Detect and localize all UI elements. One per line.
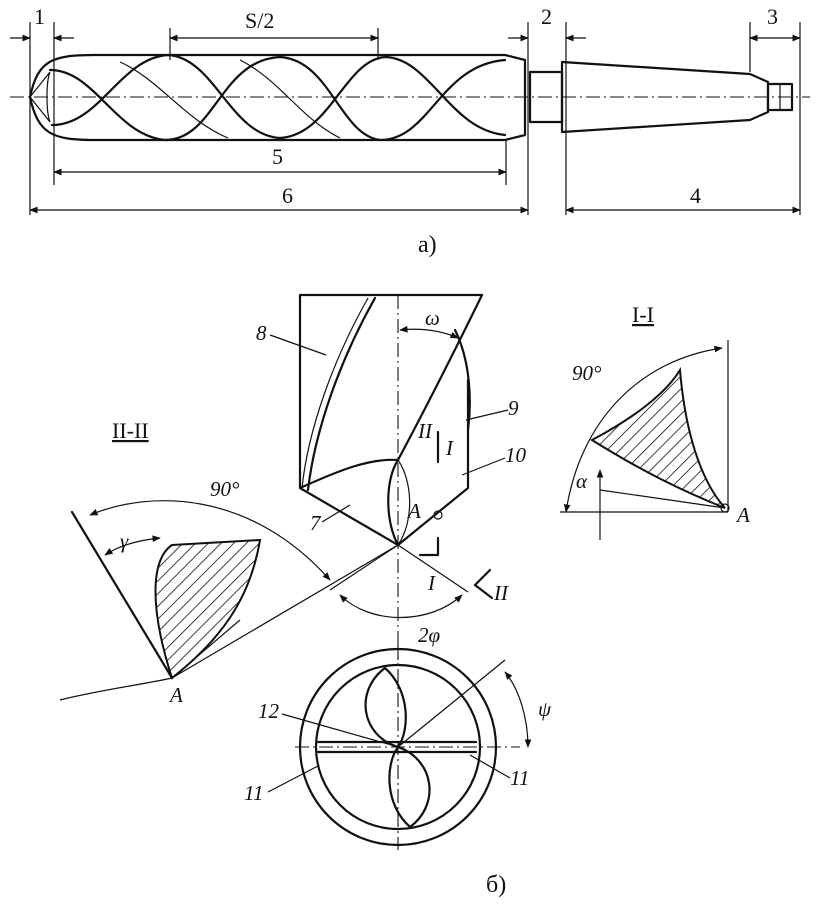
caption-a: а) — [418, 232, 437, 258]
label-12: 12 — [258, 699, 280, 723]
label-roman-2-lower: II — [493, 581, 509, 605]
label-psi: ψ — [538, 697, 552, 721]
label-point-a-right: A — [735, 503, 750, 527]
label-alpha: α — [576, 469, 588, 493]
label-6: 6 — [282, 183, 293, 208]
drill-end-view: ψ 12 11 11 б) — [244, 645, 552, 898]
section-i-angle: 90° — [572, 361, 602, 385]
label-point-a-left: A — [168, 683, 183, 707]
label-3: 3 — [767, 4, 778, 29]
label-11-right: 11 — [510, 766, 529, 790]
label-omega: ω — [425, 306, 440, 330]
taper-shank — [560, 60, 770, 134]
drill-point — [29, 71, 51, 123]
section-i-hatch — [589, 366, 726, 509]
label-roman-2-upper: II — [417, 419, 433, 443]
margin-lines — [119, 59, 341, 139]
drill-tip-outline — [298, 293, 484, 547]
section-i-marker — [418, 430, 440, 557]
label-5: 5 — [272, 144, 283, 169]
section-ii-title: II-II — [112, 418, 149, 443]
section-i-i: I-I 90° α A — [560, 302, 750, 540]
section-ii-hatch — [154, 538, 262, 680]
label-7: 7 — [310, 511, 322, 535]
section-ii-ii: II-II 90° γ A — [59, 418, 399, 707]
drill-side-view: 1 S/2 2 3 5 6 4 а) — [10, 4, 810, 258]
label-gamma: γ — [120, 529, 129, 553]
label-10: 10 — [505, 443, 527, 467]
flute-helix-2 — [50, 53, 507, 140]
section-i-title: I-I — [632, 302, 654, 327]
chisel-edge — [298, 458, 400, 547]
caption-b: б) — [486, 872, 506, 898]
label-point-a-main: A — [406, 499, 421, 523]
label-9: 9 — [508, 396, 519, 420]
cutting-lip — [396, 293, 484, 462]
drill-tip-view: 8 ω 9 10 7 A II I I II 2φ — [256, 293, 527, 660]
label-11-left: 11 — [244, 781, 263, 805]
section-ii-angle: 90° — [210, 477, 240, 501]
drill-body-outline — [28, 53, 527, 142]
label-8: 8 — [256, 321, 267, 345]
label-2: 2 — [541, 4, 552, 29]
end-view-flute-top — [364, 666, 407, 749]
label-2phi: 2φ — [418, 623, 441, 647]
label-1: 1 — [34, 4, 45, 29]
section-ii-edge — [70, 510, 174, 680]
section-ii-marker — [473, 568, 494, 600]
label-roman-1-lower: I — [427, 571, 436, 595]
margin-9 — [453, 328, 471, 432]
label-s-half: S/2 — [245, 8, 274, 33]
angle-2phi-arc — [339, 594, 463, 618]
label-4: 4 — [690, 183, 701, 208]
angle-psi-arc — [504, 671, 532, 748]
section-i-90-arc — [563, 345, 723, 513]
flute-edge-8 — [306, 296, 377, 492]
end-view-lips — [316, 740, 478, 754]
label-roman-1-upper: I — [445, 436, 454, 460]
end-view-flute-bottom — [388, 745, 431, 829]
section-ii-90-arc — [89, 500, 331, 581]
flute-helix-1 — [48, 55, 507, 142]
